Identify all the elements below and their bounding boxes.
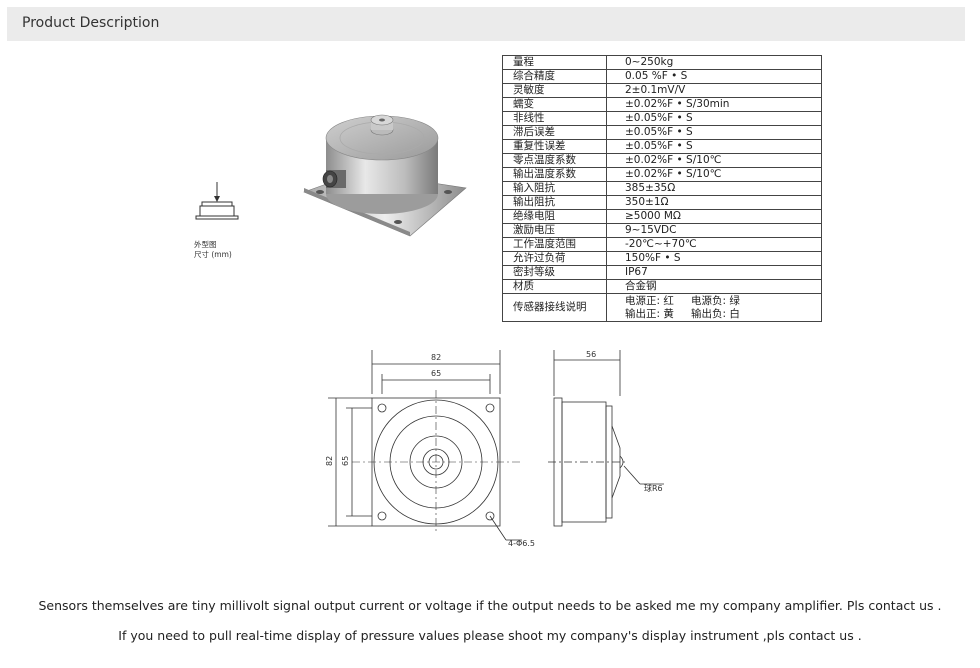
spec-key: 灵敏度 [502,83,607,98]
spec-key: 材质 [502,279,607,294]
ball-radius-callout: 球R6 [644,483,663,493]
load-cell-schematic-icon: 外型图 尺寸 (mm) [194,182,239,259]
spec-value: -20℃~+70℃ [606,237,822,252]
spec-row: 绝缘电阻≥5000 MΩ [502,209,822,224]
spec-value: ≥5000 MΩ [606,209,822,224]
spec-row: 滞后误差±0.05%F • S [502,125,822,140]
spec-key: 传感器接线说明 [502,293,607,322]
spec-row: 工作温度范围-20℃~+70℃ [502,237,822,252]
dim-width-outer: 82 [431,353,441,362]
holes-callout: 4-Φ6.5 [508,539,535,548]
spec-value: ±0.05%F • S [606,139,822,154]
spec-value: 0.05 %F • S [606,69,822,84]
spec-value: 合金钢 [606,279,822,294]
wiring-output-positive: 输出正: 黄 [625,307,674,320]
spec-row-wiring: 传感器接线说明 电源正: 红 电源负: 绿输出正: 黄 输出负: 白 [502,293,822,322]
wiring-power-positive: 电源正: 红 [625,294,674,307]
spec-value: 385±35Ω [606,181,822,196]
spec-key: 量程 [502,55,607,70]
spec-value: 2±0.1mV/V [606,83,822,98]
dim-height-inner: 65 [341,456,350,466]
spec-value: ±0.05%F • S [606,111,822,126]
spec-key: 零点温度系数 [502,153,607,168]
spec-key: 激励电压 [502,223,607,238]
section-title: Product Description [22,15,160,31]
dimension-drawing: 82 65 82 65 56 4-Φ6.5 球R6 [325,350,664,548]
wiring-output-negative: 输出负: 白 [691,307,740,320]
spec-key: 密封等级 [502,265,607,280]
spec-key: 综合精度 [502,69,607,84]
dim-width-inner: 65 [431,369,441,378]
spec-row: 重复性误差±0.05%F • S [502,139,822,154]
dim-height-outer: 82 [325,456,334,466]
spec-key: 输入阻抗 [502,181,607,196]
spec-value: ±0.02%F • S/10℃ [606,153,822,168]
spec-key: 滞后误差 [502,125,607,140]
icon-caption-line2: 尺寸 (mm) [194,249,232,259]
spec-value: 0~250kg [606,55,822,70]
spec-value: ±0.02%F • S/30min [606,97,822,112]
spec-row: 零点温度系数±0.02%F • S/10℃ [502,153,822,168]
spec-value: 150%F • S [606,251,822,266]
spec-row: 蠕变±0.02%F • S/30min [502,97,822,112]
spec-value: 9~15VDC [606,223,822,238]
footer-note-display: If you need to pull real-time display of… [118,628,862,643]
spec-value: IP67 [606,265,822,280]
product-photo [303,114,467,237]
spec-value: ±0.02%F • S/10℃ [606,167,822,182]
wiring-power-negative: 电源负: 绿 [691,294,740,307]
icon-caption-line1: 外型图 [194,239,217,249]
spec-row: 材质合金钢 [502,279,822,294]
wiring-value: 电源正: 红 电源负: 绿输出正: 黄 输出负: 白 [606,293,822,322]
spec-key: 允许过负荷 [502,251,607,266]
dim-side: 56 [586,350,596,359]
spec-key: 重复性误差 [502,139,607,154]
spec-key: 绝缘电阻 [502,209,607,224]
section-header: Product Description [7,7,965,41]
spec-key: 非线性 [502,111,607,126]
spec-value: 350±1Ω [606,195,822,210]
spec-key: 工作温度范围 [502,237,607,252]
spec-key: 输出阻抗 [502,195,607,210]
spec-value: ±0.05%F • S [606,125,822,140]
spec-key: 蠕变 [502,97,607,112]
footer-note-amplifier: Sensors themselves are tiny millivolt si… [38,598,942,613]
spec-row: 非线性±0.05%F • S [502,111,822,126]
spec-row: 输出温度系数±0.02%F • S/10℃ [502,167,822,182]
spec-key: 输出温度系数 [502,167,607,182]
